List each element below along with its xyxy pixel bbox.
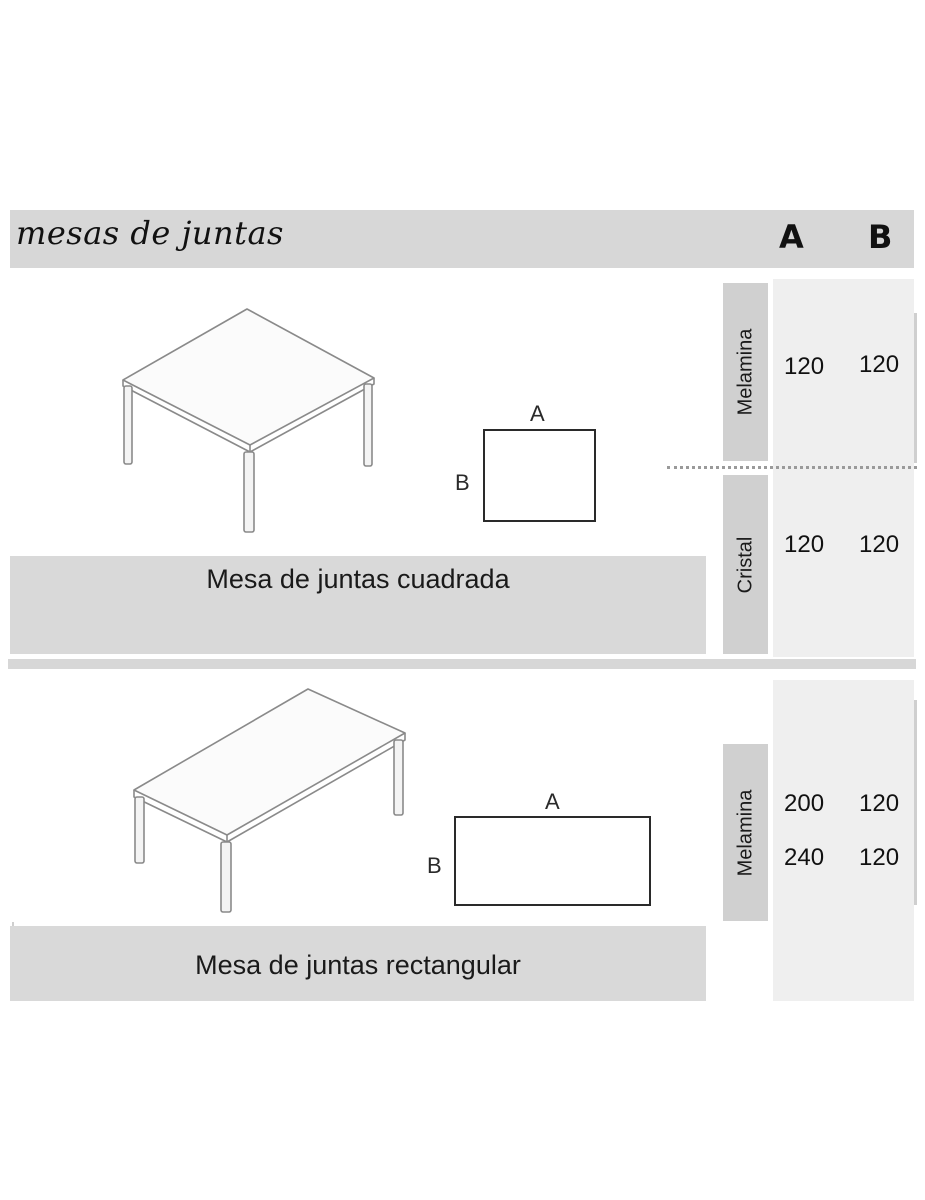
- square-melamina-b: 120: [859, 351, 900, 378]
- caption-square: Mesa de juntas cuadrada: [206, 564, 510, 594]
- rect-melamina-b-1: 120: [859, 790, 900, 817]
- material-tab-cristal-square: Cristal: [723, 475, 768, 654]
- header-bar: [10, 210, 914, 268]
- section-separator: [8, 659, 916, 669]
- column-header-b: B: [868, 218, 893, 256]
- square-melamina-a: 120: [784, 353, 825, 380]
- square-cristal-b: 120: [859, 531, 900, 558]
- values-panel-rectangular: [773, 680, 914, 1001]
- material-tab-melamina-rectangular: Melamina: [723, 744, 768, 921]
- caption-box-rectangular: Mesa de juntas rectangular: [10, 926, 706, 1001]
- rect-dimension-label-b: B: [427, 853, 442, 878]
- panel-edge: [914, 313, 917, 463]
- rect-dimension-label-a: A: [545, 789, 560, 814]
- square-dimension-label-a: A: [530, 401, 545, 426]
- rect-melamina-a-1: 200: [784, 790, 825, 817]
- square-dimension-label-b: B: [455, 470, 470, 495]
- material-label: Melamina: [734, 789, 756, 876]
- caption-rectangular: Mesa de juntas rectangular: [195, 950, 521, 980]
- rect-melamina-b-2: 120: [859, 844, 900, 871]
- rect-melamina-a-2: 240: [784, 844, 825, 871]
- page-title: mesas de juntas: [16, 214, 284, 252]
- material-tab-melamina-square: Melamina: [723, 283, 768, 461]
- caption-edge: [12, 922, 14, 928]
- square-cristal-a: 120: [784, 531, 825, 558]
- material-separator: [667, 466, 917, 469]
- column-header-a: A: [779, 218, 804, 256]
- panel-edge: [914, 700, 917, 905]
- caption-box-square: Mesa de juntas cuadrada: [10, 556, 706, 654]
